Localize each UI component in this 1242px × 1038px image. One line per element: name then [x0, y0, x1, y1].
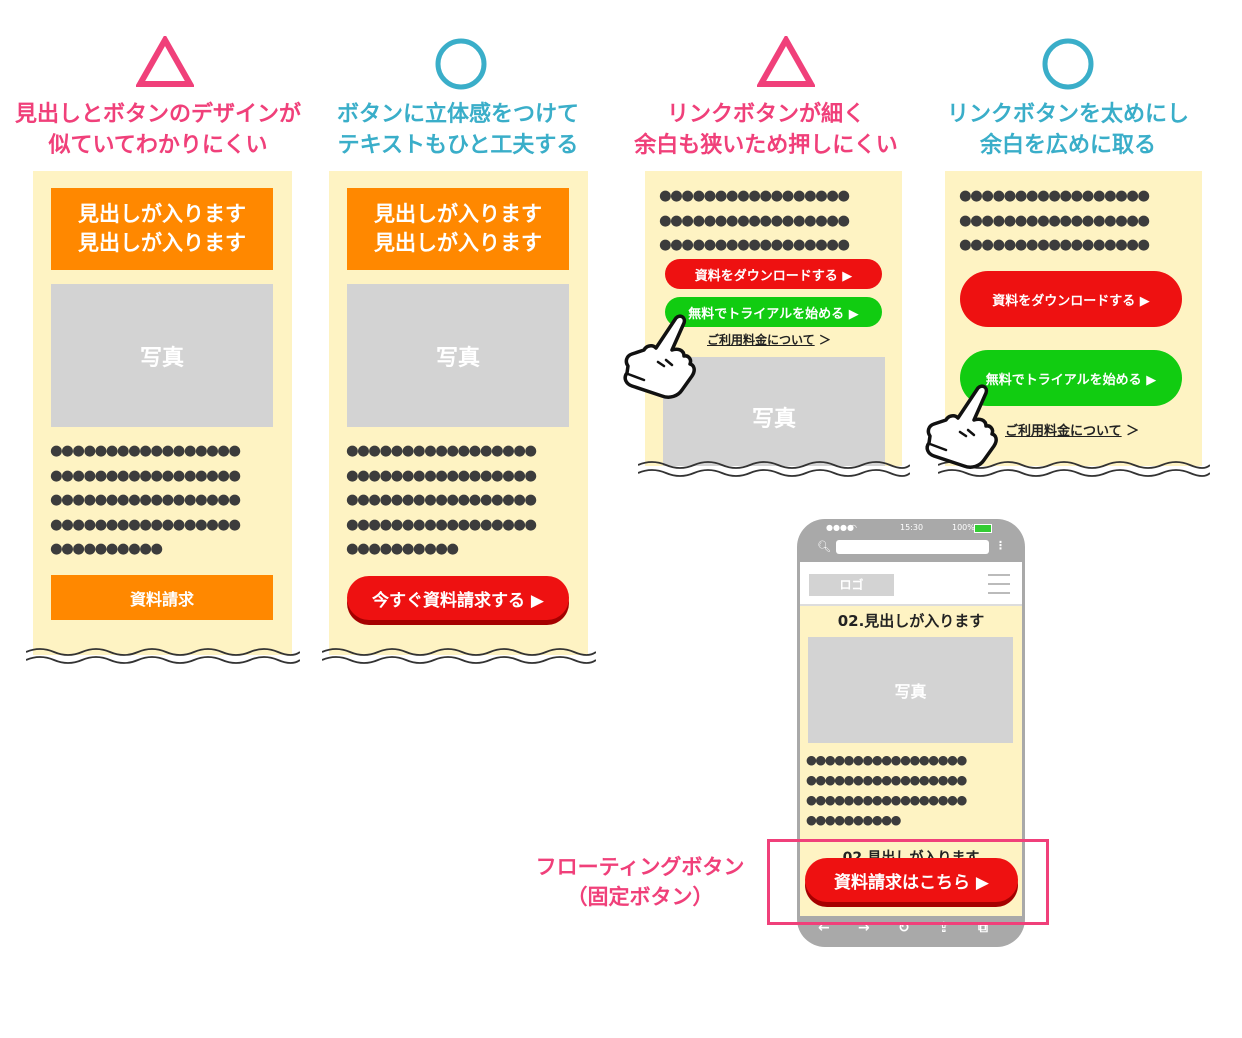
mock-card: 見出しが入ります 見出しが入ります 写真 ●●●●●●●●●●●●●●●●● ●…	[33, 171, 292, 655]
logo[interactable]: ロゴ	[809, 574, 894, 596]
caption-line-1: リンクボタンを太めにし	[946, 102, 1189, 127]
more-menu-icon[interactable]: ⋮	[995, 539, 1006, 552]
body-text: ●●●●●●●●●●●●●●●●● ●●●●●●●●●●●●●●●●● ●●●●…	[959, 188, 1150, 253]
section-heading: 見出しが入ります 見出しが入ります	[347, 188, 569, 270]
caption-line-2: 似ていてわかりにくい	[48, 133, 268, 158]
wifi-icon: ◠	[850, 523, 857, 532]
back-icon[interactable]: ←	[818, 920, 830, 936]
body-text: ●●●●●●●●●●●●●●●●● ●●●●●●●●●●●●●●●●● ●●●●…	[346, 443, 537, 557]
forward-icon[interactable]: →	[858, 920, 870, 936]
highlight-frame	[767, 839, 1049, 925]
free-trial-button[interactable]: 無料でトライアルを始める ▶	[960, 350, 1182, 406]
pricing-link[interactable]: ご利用料金について ＞	[707, 333, 831, 347]
share-icon[interactable]: ⇪	[938, 920, 950, 936]
phone-screen: ロゴ 02.見出しが入ります 写真 ●●●●●●●●●●●●●●●●● ●●●●…	[800, 562, 1022, 916]
triangle-bad-icon	[136, 36, 194, 87]
photo-placeholder: 写真	[51, 284, 273, 427]
mock-card: ●●●●●●●●●●●●●●●●● ●●●●●●●●●●●●●●●●● ●●●●…	[945, 171, 1202, 466]
pricing-link[interactable]: ご利用料金について ＞	[1005, 424, 1140, 439]
site-header: ロゴ	[800, 562, 1022, 606]
torn-edge	[26, 648, 300, 664]
body-text: ●●●●●●●●●●●●●●●●● ●●●●●●●●●●●●●●●●● ●●●●…	[659, 188, 850, 253]
request-now-button[interactable]: 今すぐ資料請求する ▶	[347, 576, 569, 620]
reload-icon[interactable]: ↻	[898, 920, 910, 936]
battery-icon	[974, 524, 992, 533]
download-button[interactable]: 資料をダウンロードする ▶	[665, 259, 882, 289]
photo-placeholder: 写真	[663, 357, 885, 466]
torn-edge	[322, 648, 596, 664]
circle-good-icon	[435, 38, 487, 90]
photo-placeholder: 写真	[347, 284, 569, 427]
search-icon: 🔍︎	[817, 540, 831, 553]
free-trial-button[interactable]: 無料でトライアルを始める ▶	[665, 297, 882, 327]
section-title: 02.見出しが入ります	[837, 612, 985, 630]
caption-line-1: リンクボタンが細く	[666, 102, 865, 127]
floating-button-label: フローティングボタン （固定ボタン）	[535, 855, 745, 909]
torn-edge	[638, 461, 910, 477]
torn-edge	[938, 461, 1210, 477]
hamburger-menu-icon[interactable]	[988, 574, 1010, 594]
status-battery: 100%	[952, 523, 975, 532]
request-button[interactable]: 資料請求	[51, 575, 273, 620]
section-heading: 見出しが入ります 見出しが入ります	[51, 188, 273, 270]
caption-line-1: ボタンに立体感をつけて	[336, 102, 579, 127]
status-bar: ●●●● ◠ 15:30 100%	[822, 521, 1000, 535]
body-text: ●●●●●●●●●●●●●●●●● ●●●●●●●●●●●●●●●●● ●●●●…	[50, 443, 241, 557]
status-time: 15:30	[900, 523, 924, 532]
download-button[interactable]: 資料をダウンロードする ▶	[960, 271, 1182, 327]
url-bar[interactable]	[836, 540, 989, 554]
mock-card: 見出しが入ります 見出しが入ります 写真 ●●●●●●●●●●●●●●●●● ●…	[329, 171, 588, 655]
mock-card: ●●●●●●●●●●●●●●●●● ●●●●●●●●●●●●●●●●● ●●●●…	[645, 171, 902, 466]
pointing-hand-icon	[925, 384, 998, 469]
tabs-icon[interactable]: ⧉	[978, 920, 988, 936]
body-text: ●●●●●●●●●●●●●●●●● ●●●●●●●●●●●●●●●●● ●●●●…	[806, 752, 967, 827]
pointing-hand-icon	[623, 314, 696, 399]
signal-icon: ●●●●	[826, 523, 854, 532]
circle-good-icon	[1042, 38, 1094, 90]
caption-line-1: 見出しとボタンのデザインが	[14, 102, 301, 127]
caption-line-2: テキストもひと工夫する	[337, 133, 579, 158]
triangle-bad-icon	[757, 36, 815, 87]
caption-line-2: 余白を広めに取る	[979, 133, 1156, 158]
browser-nav-bar: ← → ↻ ⇪ ⧉	[800, 916, 1022, 940]
floating-request-button[interactable]: 資料請求はこちら ▶	[805, 858, 1018, 902]
caption-line-2: 余白も狭いため押しにくい	[634, 133, 898, 158]
photo-placeholder: 写真	[808, 637, 1013, 743]
